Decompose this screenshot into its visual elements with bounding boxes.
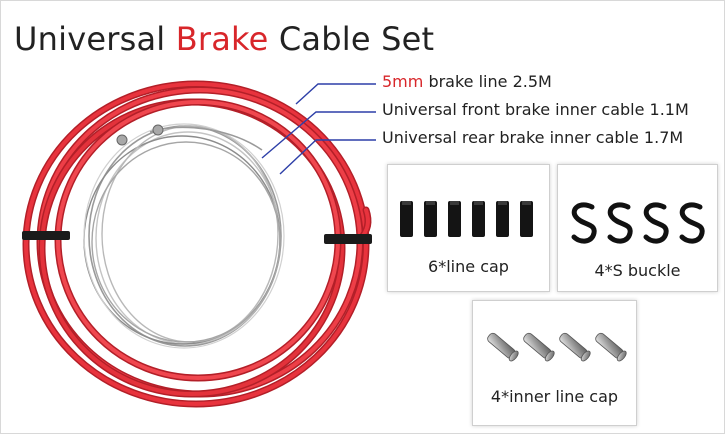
title-suffix: Cable Set [268,20,435,58]
card-s-buckle: 4*S buckle [557,164,718,292]
callout-front-inner-cable: Universal front brake inner cable 1.1M [382,100,689,119]
callout-rear-inner-cable: Universal rear brake inner cable 1.7M [382,128,683,147]
callout-brake-line-size: 5mm [382,72,424,91]
callout-front-inner-cable-text: Universal front brake inner cable 1.1M [382,100,689,119]
card-line-cap-label: 6*line cap [428,257,509,276]
card-inner-line-cap-label: 4*inner line cap [490,387,619,406]
callout-brake-line: 5mm brake line 2.5M [382,72,552,91]
cable-ties [22,231,372,244]
title-highlight: Brake [175,20,269,58]
callout-leader-lines [261,83,376,175]
s-buckle-icon [571,202,705,244]
card-inner-line-cap: 4*inner line cap [472,300,637,426]
line-cap-icon [400,201,533,237]
inner-line-cap-icon [487,332,627,362]
callout-rear-inner-cable-text: Universal rear brake inner cable 1.7M [382,128,684,147]
callout-brake-line-text: brake line 2.5M [423,72,552,91]
steel-inner-cable-coil [83,123,285,349]
title-prefix: Universal [14,20,176,58]
card-s-buckle-label: 4*S buckle [594,261,681,280]
product-title: Universal Brake Cable Set [14,20,434,58]
card-line-cap: 6*line cap [387,164,550,292]
